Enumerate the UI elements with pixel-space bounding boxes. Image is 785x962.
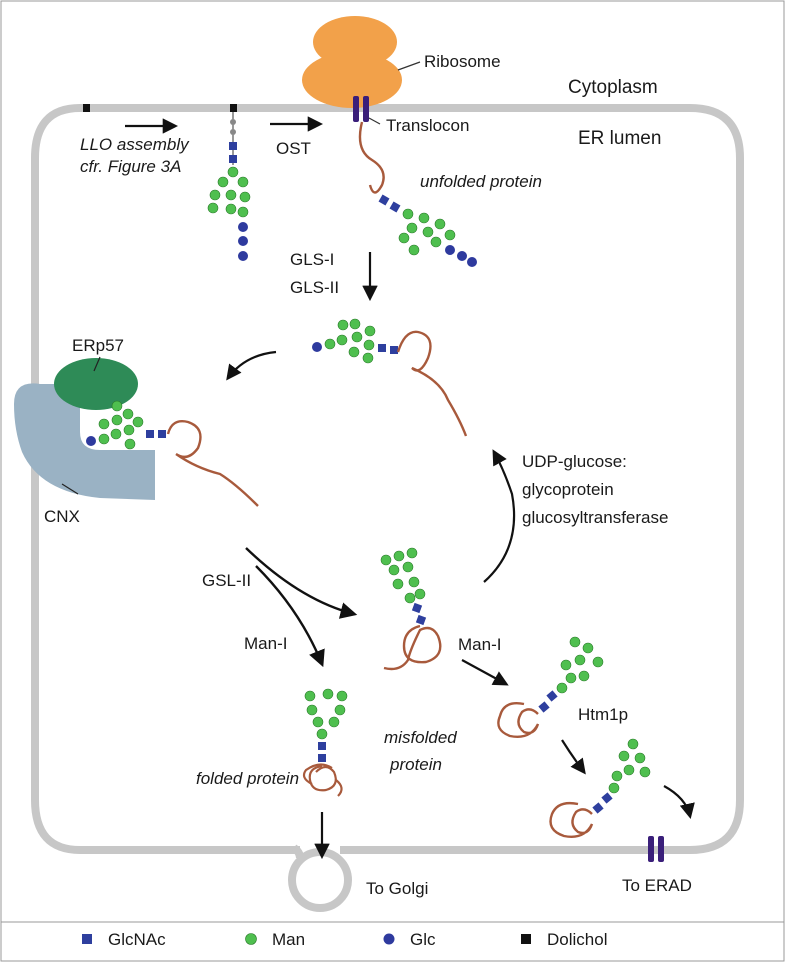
cnx-bound-protein-chain: [166, 420, 259, 507]
dolichol-marker: [230, 104, 237, 112]
legend-glcnac-swatch: [82, 934, 92, 944]
folded-protein-chain: [302, 763, 343, 797]
gsl2-label: GSL-II: [202, 571, 251, 590]
to-golgi-label: To Golgi: [366, 879, 428, 898]
ugt-label-line2: glycoprotein: [522, 480, 614, 499]
legend-man-swatch: [245, 933, 257, 945]
ost-label: OST: [276, 139, 311, 158]
to-erad-label: To ERAD: [622, 876, 692, 895]
man1-left-arrow: [255, 565, 325, 668]
gls1-label: GLS-I: [290, 250, 334, 269]
man1-left-label: Man-I: [244, 634, 287, 653]
monoglucosylated-protein-chain: [396, 330, 468, 437]
to-cnx-arrow: [226, 350, 277, 381]
erp57-label: ERp57: [72, 336, 124, 355]
erad-translocon-icon: [648, 836, 664, 862]
to-erad-arrow: [663, 785, 695, 820]
cnx-bound-glycan: [86, 400, 166, 450]
legend-dolichol-swatch: [521, 934, 531, 944]
misfolded-label-line2: protein: [389, 755, 442, 774]
htm1p-arrow: [561, 739, 586, 775]
golgi-vesicle: [288, 848, 352, 912]
reglucosylation-arrow: [483, 449, 516, 583]
misfolded-protein-chain: [497, 702, 540, 738]
ribosome-label: Ribosome: [424, 52, 501, 71]
er-lumen-label: ER lumen: [578, 128, 661, 149]
erad-bound-protein-chain: [549, 801, 594, 838]
misfolded-label-line1: misfolded: [384, 728, 457, 747]
llo-assembly-label: LLO assembly: [80, 135, 190, 154]
gls2-label: GLS-II: [290, 278, 339, 297]
legend-dolichol-label: Dolichol: [547, 930, 607, 949]
man1-right-label: Man-I: [458, 635, 501, 654]
translocon-label: Translocon: [386, 116, 469, 135]
legend-glc-swatch: [383, 933, 395, 945]
erp57-icon: [54, 358, 138, 410]
deglucosylated-glycan: [380, 547, 427, 626]
deglucosylated-protein-chain: [383, 624, 442, 671]
legend: GlcNAc Man Glc Dolichol: [82, 930, 607, 949]
cytoplasm-label: Cytoplasm: [568, 77, 658, 98]
man1-trimmed-glycan: [538, 636, 604, 713]
man1-right-arrow: [461, 659, 509, 686]
gsl2-arrow: [245, 547, 358, 619]
htm1p-trimmed-glycan: [592, 738, 651, 814]
folded-protein-glycan: [304, 688, 348, 762]
ribosome-leader: [397, 61, 421, 71]
dolichol-marker: [83, 104, 90, 112]
llo-glycan: [207, 112, 251, 261]
translocon-icon: [353, 96, 369, 122]
htm1p-label: Htm1p: [578, 705, 628, 724]
ugt-label-line3: glucosyltransferase: [522, 508, 668, 527]
calnexin-shape: [14, 383, 155, 500]
ribosome-icon: [302, 16, 402, 108]
unfolded-glycan: [378, 194, 477, 267]
legend-glcnac-label: GlcNAc: [108, 930, 166, 949]
unfolded-protein-label: unfolded protein: [420, 172, 542, 191]
ugt-label-line1: UDP-glucose:: [522, 452, 627, 471]
cnx-label: CNX: [44, 507, 80, 526]
monoglucosylated-glycan: [312, 318, 398, 364]
llo-reference-label: cfr. Figure 3A: [80, 157, 181, 176]
folded-protein-label: folded protein: [196, 769, 299, 788]
unfolded-protein-chain: [358, 121, 385, 194]
legend-glc-label: Glc: [410, 930, 436, 949]
legend-man-label: Man: [272, 930, 305, 949]
